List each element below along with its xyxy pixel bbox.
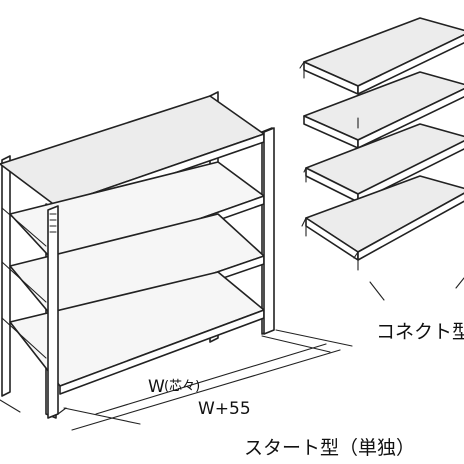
connect-dimension-tick — [369, 281, 385, 301]
connect-shelf-3 — [303, 123, 464, 203]
width-overall-label: W+55 — [198, 399, 251, 419]
dimension-lines — [0, 329, 353, 431]
front-posts — [47, 127, 275, 419]
connect-shelf-1 — [299, 17, 464, 95]
post-slots — [49, 213, 57, 233]
width-center-label: W — [148, 377, 165, 397]
connect-shelf-4 — [301, 175, 464, 271]
connect-type-label: コネクト型 — [376, 321, 464, 343]
connect-type-shelves — [299, 17, 464, 301]
start-type-shelving-unit — [0, 91, 275, 419]
connect-shelf-2 — [303, 71, 464, 149]
feet — [47, 329, 275, 419]
start-type-label: スタート型（単独） — [244, 437, 415, 459]
connect-dimension-tick-right — [455, 277, 464, 289]
width-center-note: (芯々) — [164, 379, 200, 394]
left-side-connectors — [1, 207, 47, 359]
